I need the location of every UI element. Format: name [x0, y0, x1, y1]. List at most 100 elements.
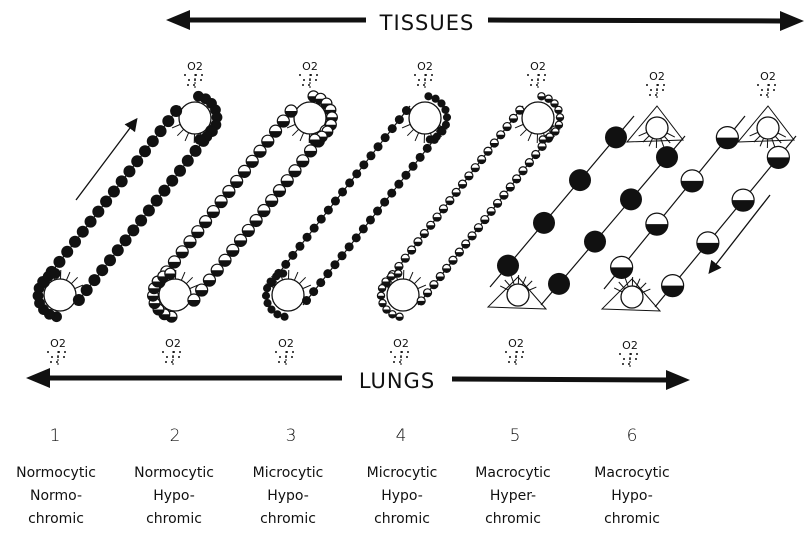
panel-3-red-cell: [366, 151, 375, 160]
panel-4-red-cell: [427, 221, 435, 229]
panel-5-tissue-oxygen: O2: [646, 70, 665, 100]
panel-2-number: 2: [120, 426, 230, 446]
panel-4-red-cell: [420, 230, 428, 238]
panel-4-red-cell: [378, 285, 385, 292]
panel-1-red-cell: [147, 135, 159, 147]
panel-6-red-cell: [662, 275, 684, 297]
panel-2-red-cell: [176, 246, 188, 258]
panel-3-red-cell: [394, 180, 403, 189]
panel-1-red-cell: [108, 185, 120, 197]
panel-4-red-cell: [487, 207, 495, 215]
panel-3-red-cell: [302, 296, 311, 305]
tissues-arrow: TISSUES: [166, 10, 804, 35]
panel-5-number: 5: [460, 426, 570, 446]
flow-up-arrow: [76, 120, 136, 200]
svg-text:O2: O2: [760, 70, 776, 83]
panel-4-red-cell: [379, 299, 386, 306]
svg-text:O2: O2: [278, 337, 294, 350]
panel-3-color-line1: Hypo-: [228, 485, 348, 508]
panel-2-red-cell: [196, 284, 208, 296]
panel-3-red-cell: [272, 272, 280, 280]
panel-4-red-cell: [443, 264, 451, 272]
panel-3-red-cell: [303, 233, 312, 242]
panel-2-red-cell: [254, 145, 266, 157]
panel-3-red-cell: [330, 260, 339, 269]
panel-3-tissue-capillary: [409, 102, 441, 134]
panel-4-red-cell: [474, 224, 482, 232]
panel-1-red-cell: [81, 284, 93, 296]
panel-1-red-cell: [120, 234, 132, 246]
panel-1-red-cell: [69, 236, 81, 248]
panel-1-size: Normocytic: [0, 462, 116, 485]
panel-4-number: 4: [346, 426, 456, 446]
panel-2-red-cell: [285, 105, 297, 117]
panel-3-tissue-oxygen: O2: [414, 60, 433, 90]
panel-1-red-cell: [96, 264, 108, 276]
panel-4-caption: Microcytic Hypo- chromic: [342, 462, 462, 531]
panel-2-red-cell: [309, 134, 320, 145]
panel-5-red-cell: [548, 273, 570, 295]
panel-4-tissue-capillary: [522, 102, 554, 134]
panel-3-red-cell: [433, 133, 441, 141]
panel-4-red-cell: [494, 199, 502, 207]
panel-3-number: 3: [236, 426, 346, 446]
panel-3-caption: Microcytic Hypo- chromic: [228, 462, 348, 531]
panel-5-red-cell: [569, 169, 591, 191]
panel-2-red-cell: [270, 125, 282, 137]
panel-1-lung-oxygen: O2: [47, 337, 66, 367]
panel-2-red-cell: [231, 175, 243, 187]
panel-4-red-cell: [532, 150, 540, 158]
panel-1-red-cell: [77, 226, 89, 238]
panel-3-red-cell: [402, 106, 411, 115]
panel-6-number: 6: [577, 426, 687, 446]
panel-3-red-cell: [409, 162, 418, 171]
panel-4-red-cell: [439, 205, 447, 213]
panel-1-red-cell: [155, 125, 167, 137]
panel-3-red-cell: [441, 106, 449, 114]
panel-1-red-cell: [143, 205, 155, 217]
panel-3-red-cell: [373, 207, 382, 216]
panel-4-red-cell: [546, 133, 553, 140]
svg-text:O2: O2: [302, 60, 318, 73]
panel-3-red-cell: [424, 92, 432, 100]
panel-1-red-cell: [85, 216, 97, 228]
panel-4-red-cell: [497, 131, 505, 139]
panel-5-caption: Macrocytic Hyper- chromic: [453, 462, 573, 531]
panel-4-red-cell: [436, 273, 444, 281]
panel-2-red-cell: [281, 175, 293, 187]
panel-4-red-cell: [377, 292, 384, 299]
panel-3-red-cell: [263, 299, 271, 307]
panel-4-color-line2: chromic: [342, 508, 462, 531]
panel-4-red-cell: [555, 121, 562, 128]
panel-6-red-cell: [716, 127, 738, 149]
panel-1-red-cell: [92, 206, 104, 218]
panel-4-red-cell: [509, 114, 517, 122]
panel-4-red-cell: [468, 232, 476, 240]
panel-3-red-cell: [262, 292, 270, 300]
panel-4-red-cell: [539, 136, 546, 143]
panel-3-red-cell: [416, 153, 425, 162]
svg-text:O2: O2: [393, 337, 409, 350]
panel-4-red-cell: [503, 123, 511, 131]
panel-3-red-cell: [352, 169, 361, 178]
panel-5-red-cell: [584, 231, 606, 253]
panel-3-red-cell: [380, 198, 389, 207]
panel-5-lung-capillary: [507, 284, 529, 306]
panel-4-loop: O2O2: [377, 60, 563, 367]
panel-5-color-line2: chromic: [453, 508, 573, 531]
panel-3-red-cell: [345, 242, 354, 251]
panel-3-red-cell: [310, 224, 319, 233]
panel-2-red-cell: [258, 205, 270, 217]
panel-1-loop: O2O2: [33, 60, 223, 367]
panel-4-red-cell: [395, 270, 402, 277]
panel-6-red-cell: [767, 146, 789, 168]
panel-3-red-cell: [352, 233, 361, 242]
panel-2-red-cell: [246, 155, 258, 167]
panel-4-red-cell: [462, 240, 470, 248]
tissues-label: TISSUES: [379, 11, 475, 35]
panel-4-red-cell: [490, 139, 498, 147]
panel-5-size: Macrocytic: [453, 462, 573, 485]
panel-2-red-cell: [211, 264, 223, 276]
panel-2-red-cell: [219, 254, 231, 266]
panel-5-color-line1: Hyper-: [453, 485, 573, 508]
